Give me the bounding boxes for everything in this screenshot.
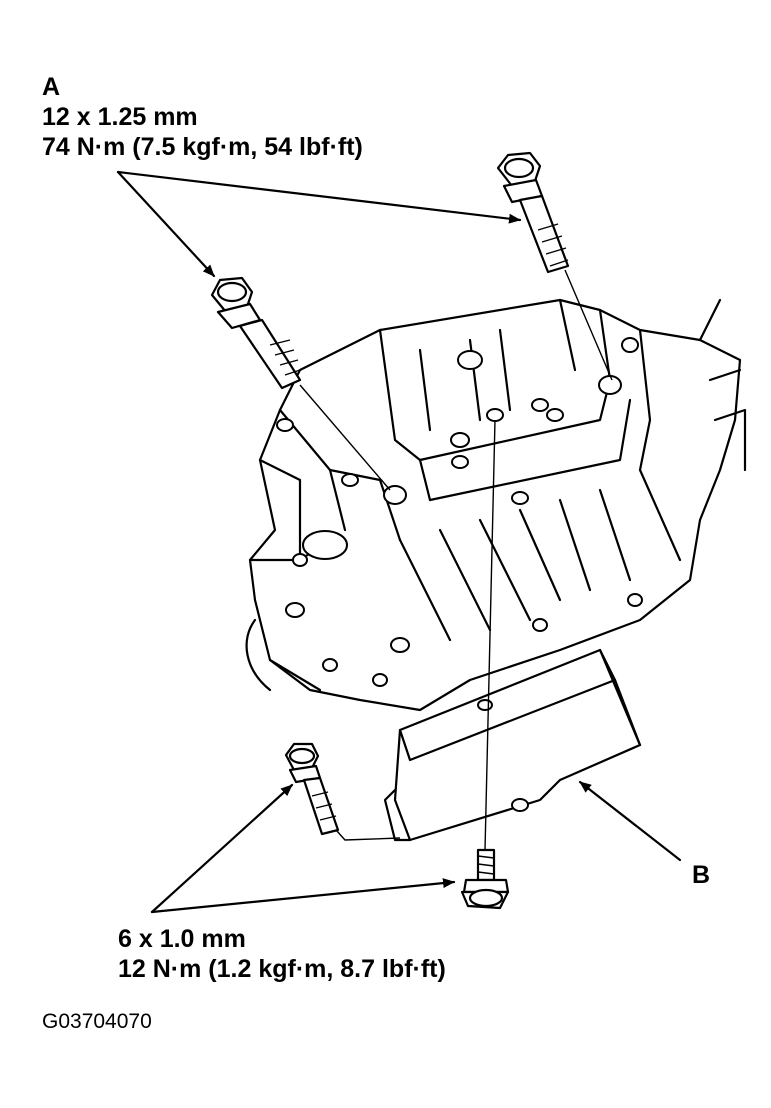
callout-arrows: [116, 170, 682, 914]
small-bolt-left: [284, 742, 340, 836]
stiffener-plate-b: [383, 648, 642, 842]
bolt-a-right: [496, 151, 570, 274]
small-bolt-torque: 12 N·m (1.2 kgf·m, 8.7 lbf·ft): [118, 955, 446, 983]
bolt-a-left: [210, 276, 302, 390]
engine-block: [245, 298, 747, 712]
callout-b-letter: B: [692, 861, 711, 889]
figure-code: G03704070: [42, 1010, 152, 1033]
small-bolt-bottom: [460, 848, 510, 910]
alignment-lines: [299, 269, 613, 851]
small-bolt-size: 6 x 1.0 mm: [118, 925, 246, 953]
callout-a-bolt-size: 12 x 1.25 mm: [42, 103, 198, 131]
callout-a-letter: A: [42, 73, 61, 101]
callout-a-torque: 74 N·m (7.5 kgf·m, 54 lbf·ft): [42, 133, 363, 161]
